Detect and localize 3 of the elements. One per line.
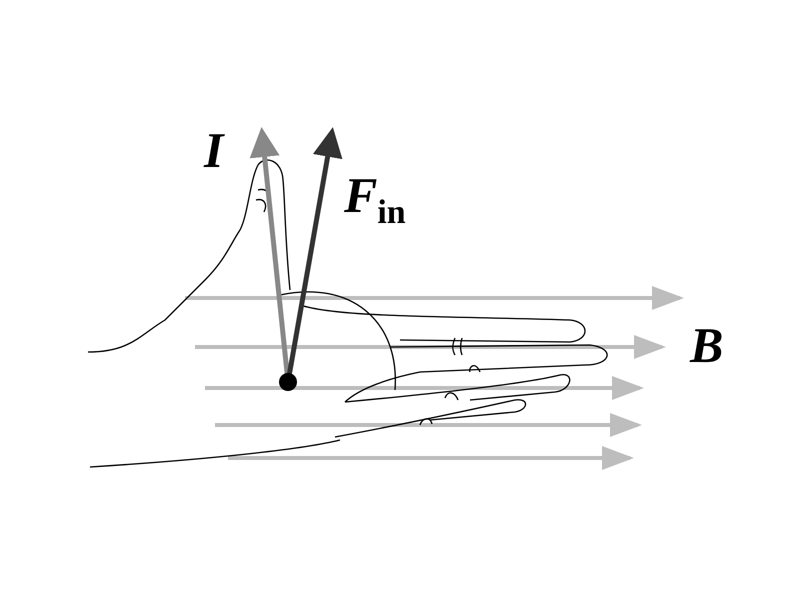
- vector-symbol: F$_{in}$: [344, 170, 406, 230]
- vector-symbol: I: [204, 125, 224, 175]
- vector-symbol: B: [690, 320, 724, 370]
